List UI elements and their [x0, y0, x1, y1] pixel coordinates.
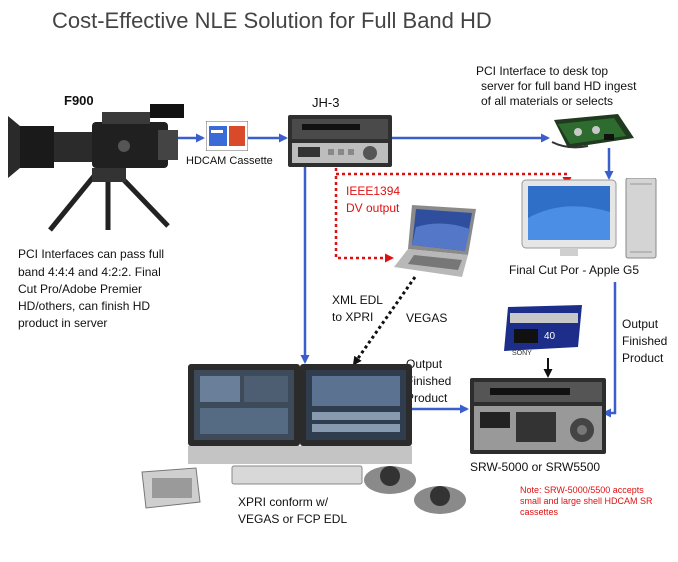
- srw-label: SRW-5000 or SRW5500: [470, 460, 601, 474]
- pci-interface-line-2: server for full band HD ingest: [481, 79, 637, 93]
- xpri-label-line-1: XPRI conform w/: [238, 495, 329, 509]
- pci-note-line-3: Cut Pro/Adobe Premier: [18, 282, 143, 296]
- output-right-line-1: Output: [622, 317, 659, 331]
- xml-edl-line-1: XML EDL: [332, 293, 383, 307]
- f900-camera-image: [8, 104, 184, 232]
- ieee-label-line-2: DV output: [346, 201, 400, 215]
- pci-interface-line-1: PCI Interface to desk top: [476, 64, 609, 78]
- page-title: Cost-Effective NLE Solution for Full Ban…: [52, 8, 492, 33]
- pci-note-line-2: band 4:4:4 and 4:2:2. Final: [18, 265, 161, 279]
- cassette-size-text: 40: [544, 331, 556, 342]
- jh3-label: JH-3: [312, 95, 340, 110]
- srw-note-line-3: cassettes: [520, 507, 559, 517]
- f900-label: F900: [64, 93, 94, 108]
- output-center-line-1: Output: [406, 357, 443, 371]
- output-center-line-2: Finished: [406, 374, 452, 388]
- pci-note-line-4: HD/others, can finish HD: [18, 299, 151, 313]
- hdcam-cassette-image: [206, 121, 248, 151]
- xpri-workstation-image: [141, 364, 466, 514]
- hdcam-sr-cassette-image: 40 SONY: [504, 305, 582, 357]
- output-center-line-3: Product: [406, 391, 448, 405]
- hdcam-label: HDCAM Cassette: [186, 155, 273, 167]
- srw-note-line-1: Note: SRW-5000/5500 accepts: [520, 485, 644, 495]
- xml-edl-line-2: to XPRI: [332, 310, 374, 324]
- xpri-label-line-2: VEGAS or FCP EDL: [238, 512, 348, 526]
- output-right-line-3: Product: [622, 351, 664, 365]
- pci-interface-line-3: of all materials or selects: [481, 94, 614, 108]
- pci-card-image: [551, 114, 634, 149]
- apple-g5-image: [521, 178, 657, 259]
- jh3-deck-image: [288, 115, 392, 167]
- ieee-label-line-1: IEEE1394: [346, 184, 401, 198]
- g5-label: Final Cut Por - Apple G5: [509, 263, 640, 277]
- arrow-g5-to-srw: [602, 282, 617, 418]
- laptop-image: [394, 205, 476, 277]
- pci-note-line-1: PCI Interfaces can pass full: [18, 247, 165, 261]
- vegas-label: VEGAS: [406, 311, 448, 325]
- dv-output-line: [334, 168, 572, 186]
- output-right-line-2: Finished: [622, 334, 668, 348]
- cassette-brand-text: SONY: [512, 350, 532, 357]
- pci-note-line-5: product in server: [18, 316, 108, 330]
- srw-note-line-2: small and large shell HDCAM SR: [520, 496, 653, 506]
- srw-deck-image: [470, 378, 606, 454]
